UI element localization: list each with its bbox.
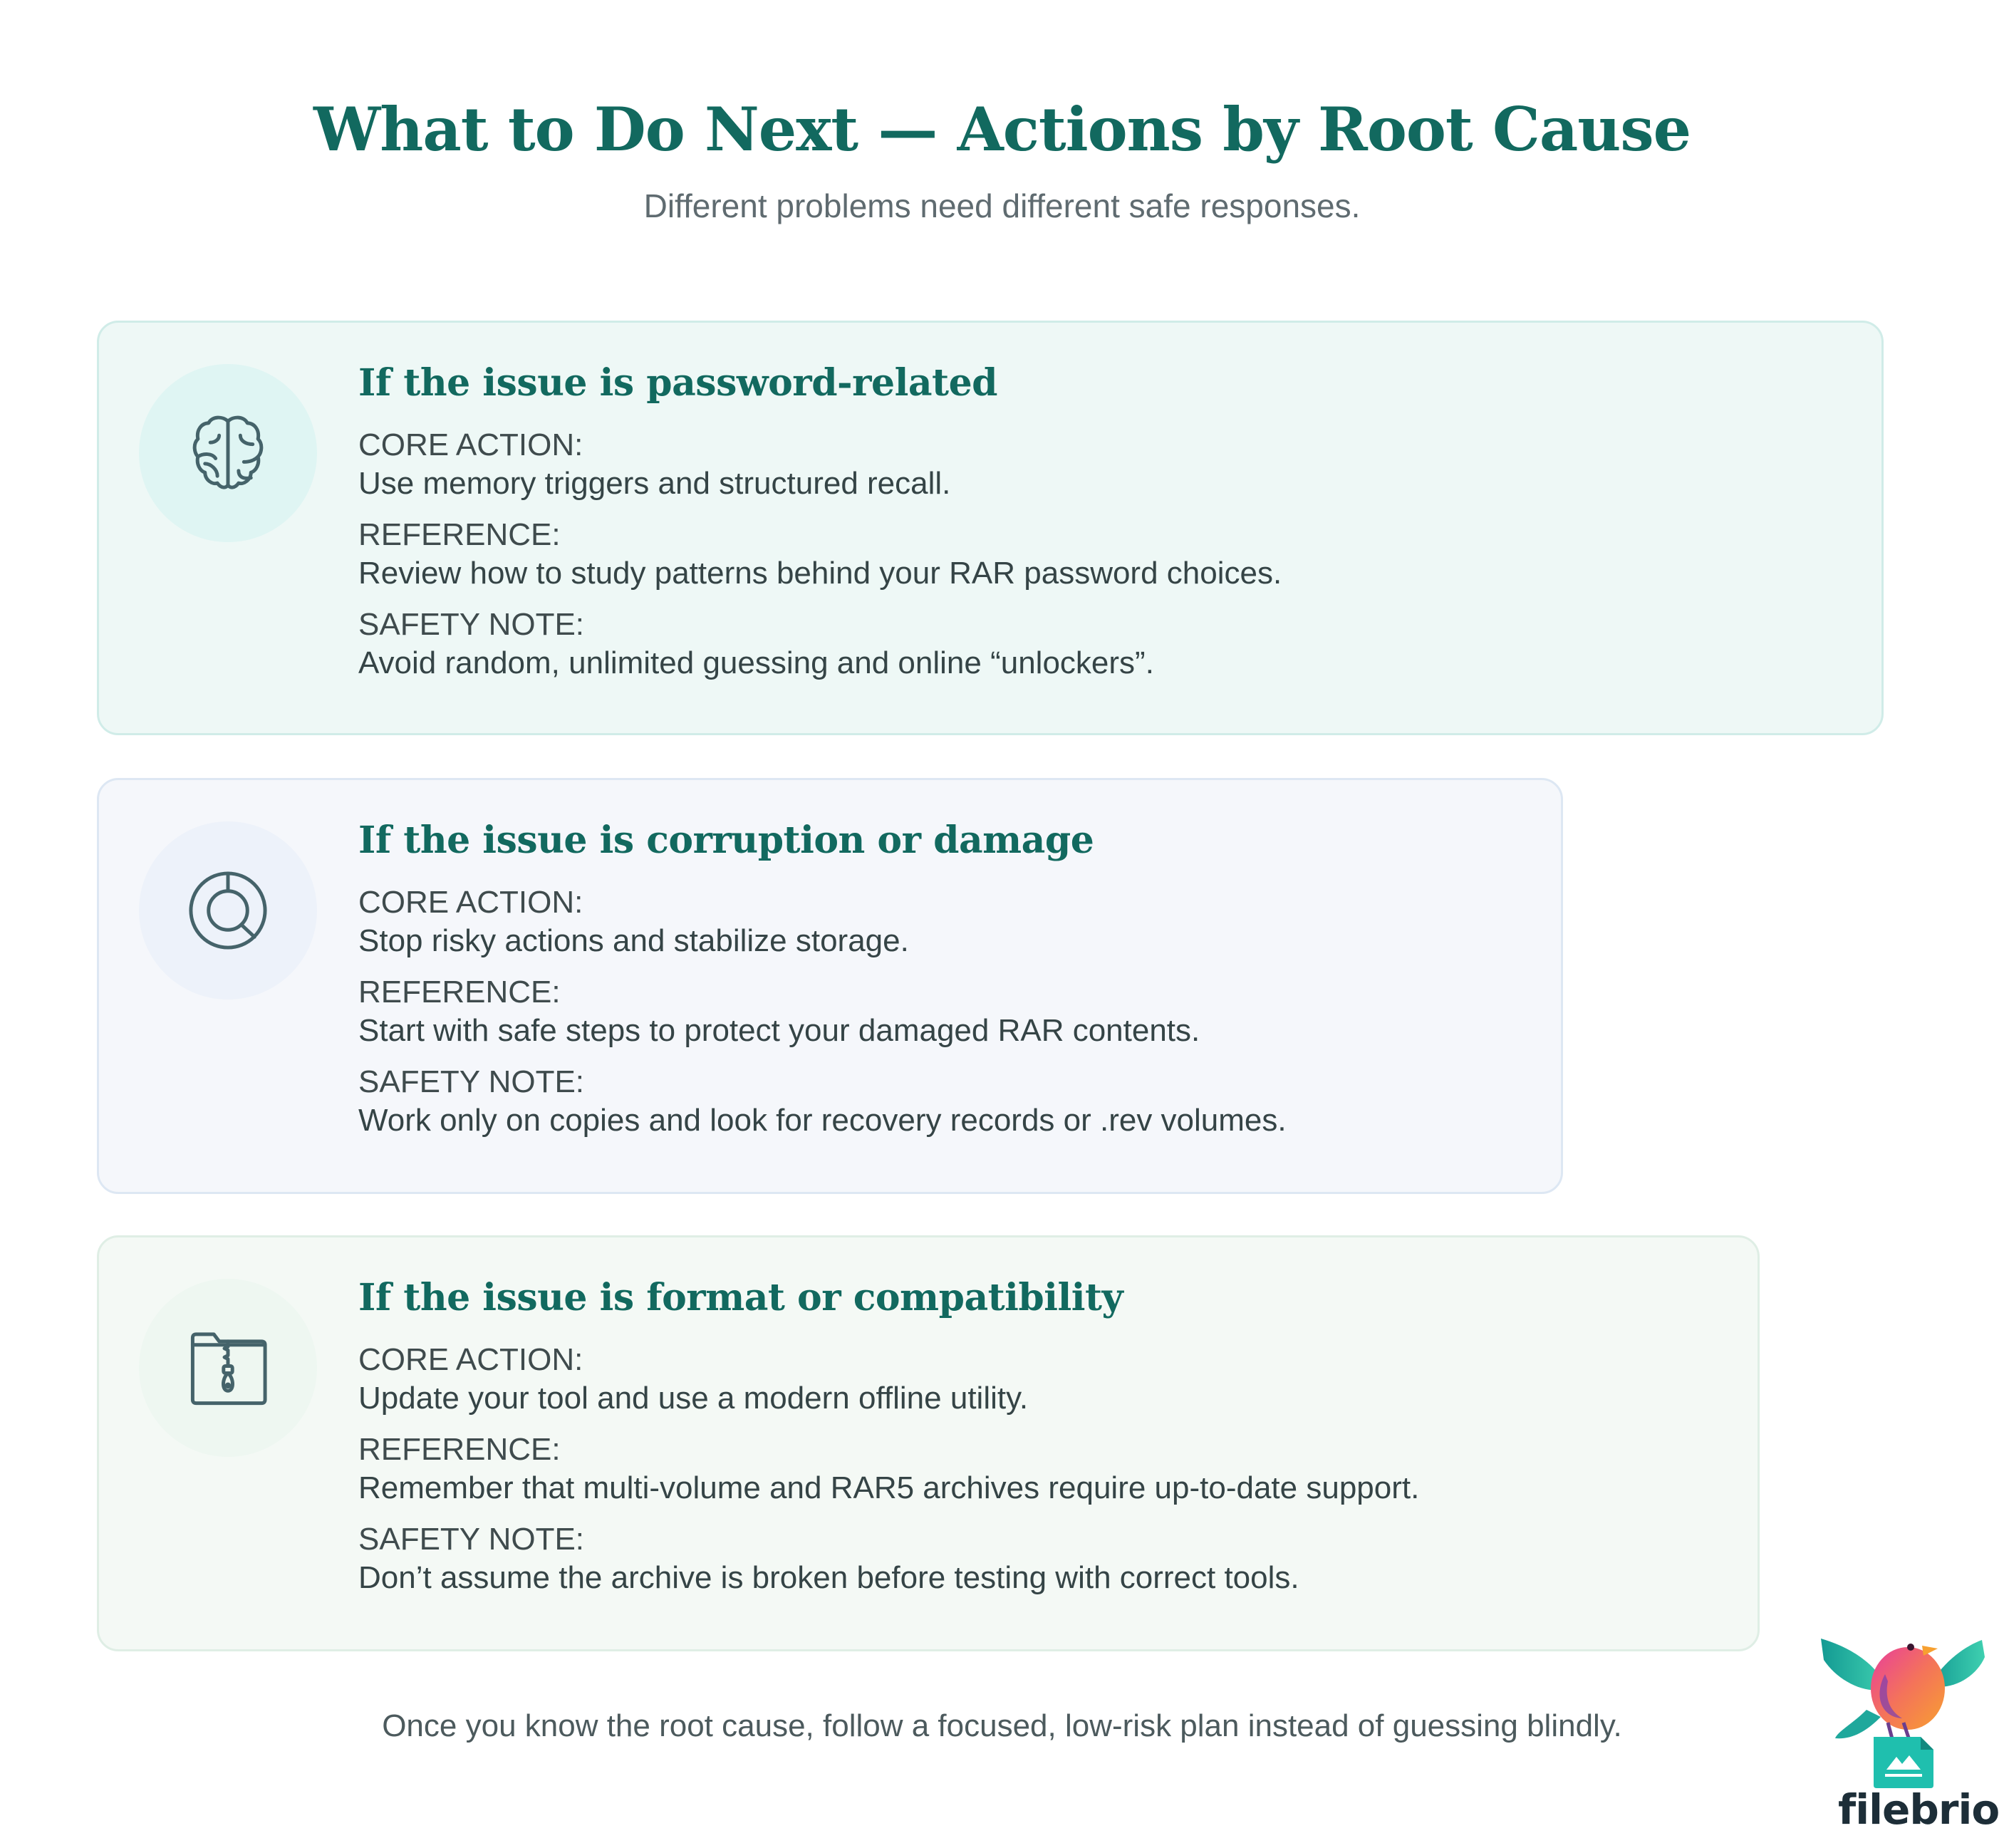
core-action-text: Update your tool and use a modern offlin… — [358, 1381, 1029, 1416]
core-action: CORE ACTION: Use memory triggers and str… — [358, 426, 1853, 503]
reference-label: REFERENCE: — [358, 517, 561, 552]
core-action-label: CORE ACTION: — [358, 1342, 583, 1377]
icon-badge — [139, 364, 317, 542]
zip-folder-icon — [190, 1332, 267, 1406]
footer-note: Once you know the root cause, follow a f… — [382, 1708, 1622, 1743]
page-subtitle: Different problems need different safe r… — [643, 187, 1361, 224]
reference: REFERENCE: Review how to study patterns … — [358, 516, 1853, 593]
safety-note-text: Avoid random, unlimited guessing and onl… — [358, 645, 1154, 680]
reference: REFERENCE: Remember that multi-volume an… — [358, 1431, 1729, 1507]
card-heading: If the issue is format or compatibility — [358, 1276, 1123, 1319]
icon-badge — [139, 821, 317, 1000]
reference-text: Remember that multi-volume and RAR5 arch… — [358, 1470, 1420, 1505]
disk-search-icon — [189, 871, 267, 950]
icon-badge — [139, 1279, 317, 1457]
safety-note-label: SAFETY NOTE: — [358, 1064, 585, 1099]
safety-note: SAFETY NOTE: Don’t assume the archive is… — [358, 1520, 1729, 1597]
bird-on-image-file-icon — [1821, 1639, 1985, 1788]
brain-icon — [192, 415, 264, 489]
core-action-label: CORE ACTION: — [358, 885, 583, 920]
reference-label: REFERENCE: — [358, 1432, 561, 1467]
card-heading: If the issue is corruption or damage — [358, 819, 1094, 862]
card-format-compatibility: If the issue is format or compatibility … — [97, 1235, 1760, 1651]
safety-note-text: Don’t assume the archive is broken befor… — [358, 1560, 1299, 1595]
safety-note: SAFETY NOTE: Work only on copies and loo… — [358, 1063, 1532, 1140]
filebrio-logo: filebrio — [1817, 1617, 2004, 1848]
reference: REFERENCE: Start with safe steps to prot… — [358, 973, 1532, 1050]
card-heading: If the issue is password-related — [358, 361, 998, 405]
brand-name: filebrio — [1838, 1785, 2000, 1834]
safety-note: SAFETY NOTE: Avoid random, unlimited gue… — [358, 606, 1853, 682]
core-action: CORE ACTION: Update your tool and use a … — [358, 1341, 1729, 1418]
reference-text: Start with safe steps to protect your da… — [358, 1013, 1200, 1048]
card-password-related: If the issue is password-related CORE AC… — [97, 321, 1884, 735]
reference-label: REFERENCE: — [358, 975, 561, 1009]
core-action-text: Use memory triggers and structured recal… — [358, 466, 951, 501]
core-action-text: Stop risky actions and stabilize storage… — [358, 923, 909, 958]
safety-note-text: Work only on copies and look for recover… — [358, 1103, 1287, 1138]
reference-text: Review how to study patterns behind your… — [358, 556, 1282, 591]
core-action: CORE ACTION: Stop risky actions and stab… — [358, 883, 1532, 960]
core-action-label: CORE ACTION: — [358, 427, 583, 462]
safety-note-label: SAFETY NOTE: — [358, 607, 585, 642]
page-title: What to Do Next — Actions by Root Cause — [313, 94, 1691, 165]
safety-note-label: SAFETY NOTE: — [358, 1522, 585, 1557]
card-corruption-damage: If the issue is corruption or damage COR… — [97, 778, 1563, 1194]
